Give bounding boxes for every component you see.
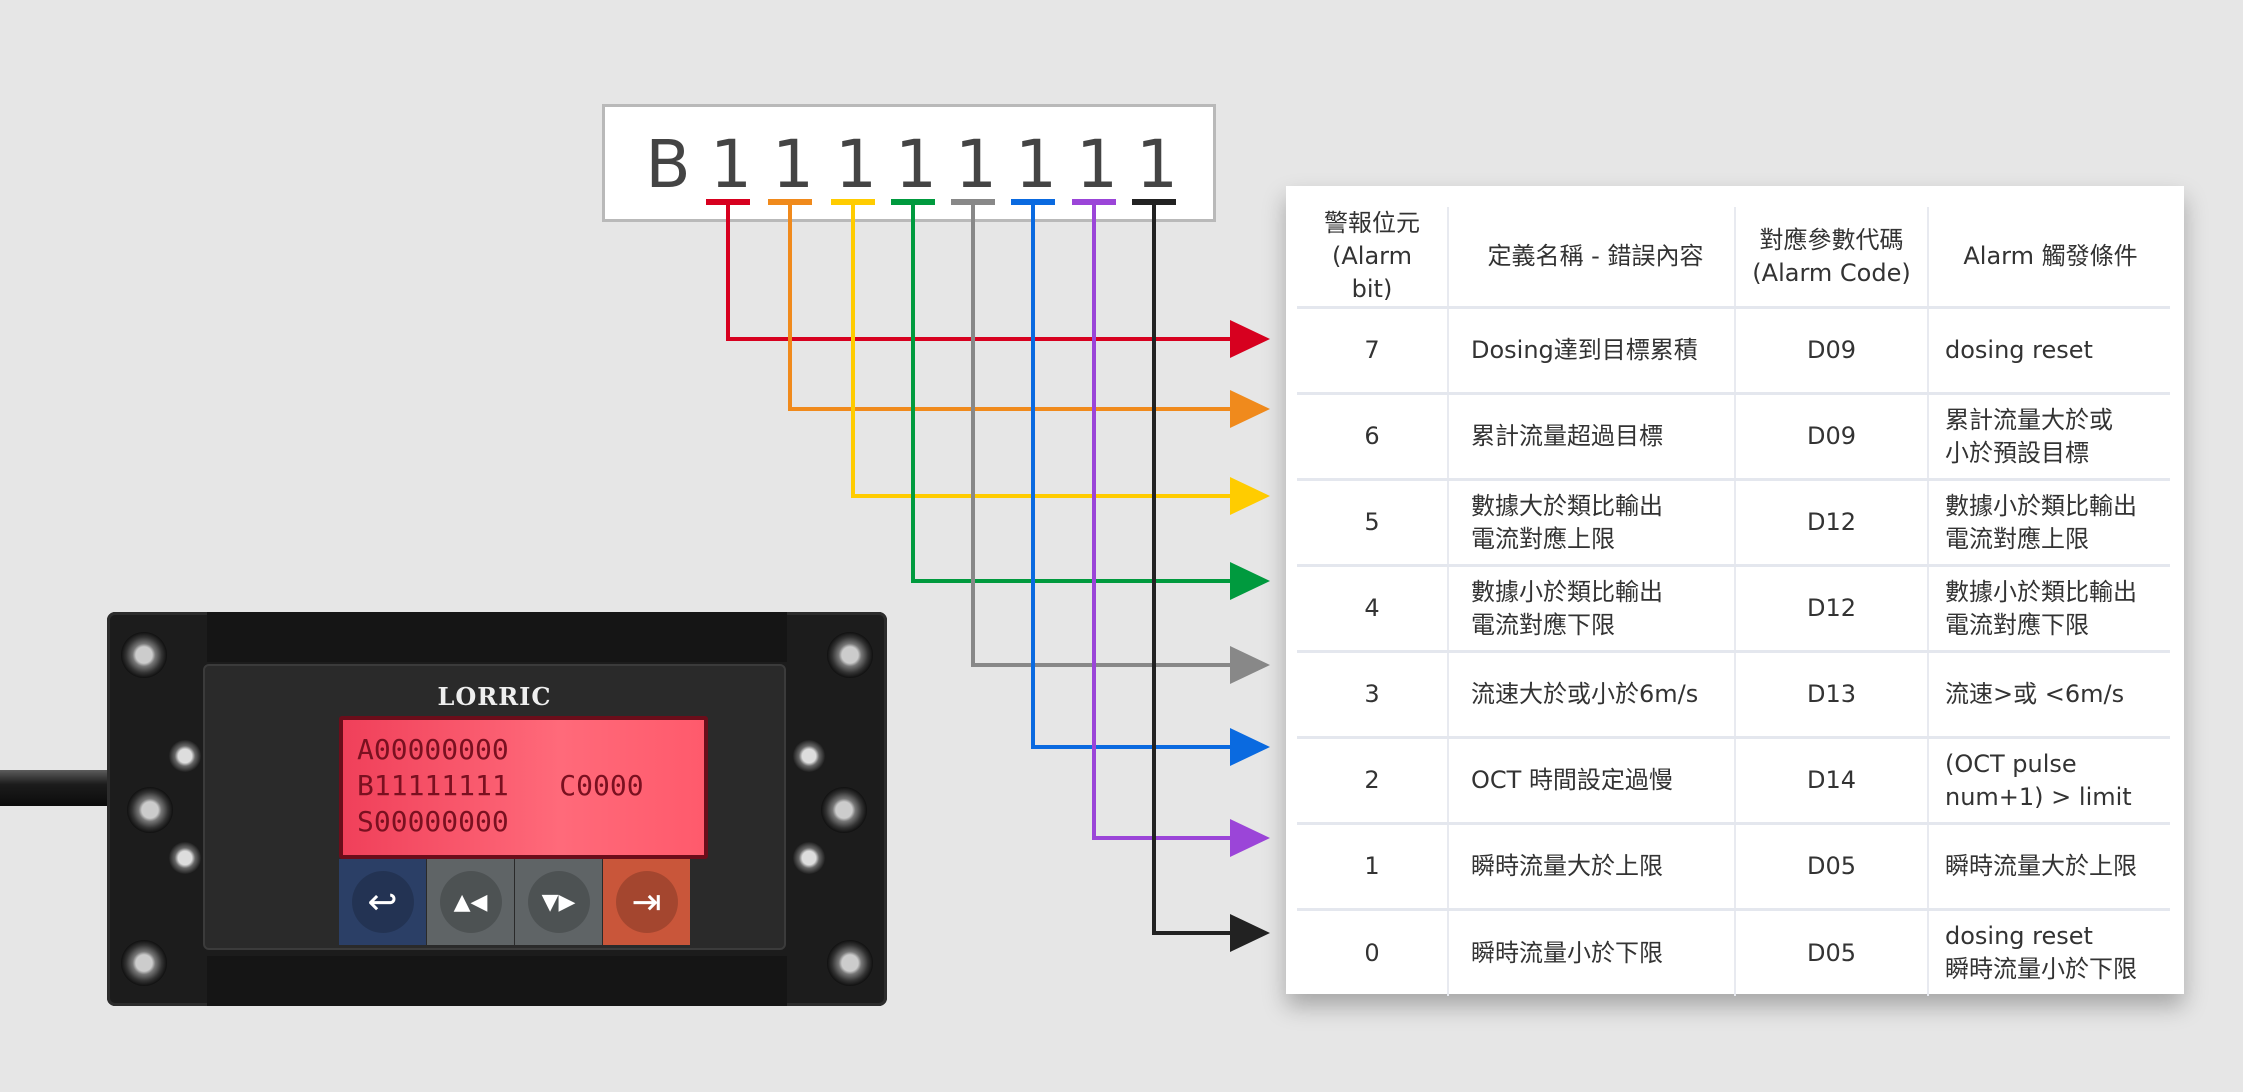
alarm-table: 警報位元(Alarm bit)定義名稱 - 錯誤內容對應參數代碼(Alarm C…: [1297, 207, 2170, 996]
screw: [169, 842, 201, 874]
device-bottom-band: [207, 956, 787, 1006]
bit-digit: 1: [955, 126, 997, 203]
arrowhead-icon: [1230, 562, 1270, 600]
cell-name: OCT 時間設定過慢: [1448, 737, 1736, 825]
wire-line: [851, 202, 1232, 498]
cell-code: D09: [1735, 393, 1929, 481]
column-header: 警報位元(Alarm bit): [1297, 207, 1449, 309]
brand-logo: LORRIC: [437, 682, 552, 711]
cell-bit: 1: [1297, 823, 1449, 911]
arrowhead-icon: [1230, 390, 1270, 428]
screw: [793, 842, 825, 874]
cell-code: D12: [1735, 565, 1929, 653]
cell-condition: 累計流量大於或小於預設目標: [1928, 393, 2170, 481]
cell-code: D05: [1735, 823, 1929, 911]
cell-condition: 流速>或 <6m/s: [1928, 651, 2170, 739]
cell-bit: 3: [1297, 651, 1449, 739]
cell-condition: dosing reset: [1928, 307, 2170, 395]
screw: [827, 632, 873, 678]
enter-icon: ⇥: [615, 871, 678, 933]
bit-digit: 1: [710, 126, 752, 203]
screw: [169, 740, 201, 772]
cell-bit: 5: [1297, 479, 1449, 567]
cell-bit: 0: [1297, 909, 1449, 996]
cell-condition: 瞬時流量大於上限: [1928, 823, 2170, 911]
cell-name: 流速大於或小於6m/s: [1448, 651, 1736, 739]
column-header: 定義名稱 - 錯誤內容: [1448, 207, 1736, 309]
device-button-enter[interactable]: ⇥: [603, 859, 690, 945]
screw: [821, 787, 867, 833]
wire-line: [1031, 202, 1232, 749]
bit-prefix: B: [645, 126, 691, 203]
arrowhead-icon: [1230, 320, 1270, 358]
wire-line: [788, 202, 1232, 411]
screw: [827, 940, 873, 986]
device-button-down-right[interactable]: ▼▶: [515, 859, 602, 945]
bit-digit: 1: [895, 126, 937, 203]
cell-bit: 2: [1297, 737, 1449, 825]
screw: [121, 632, 167, 678]
wire-line: [911, 202, 1232, 583]
alarm-table-card: 警報位元(Alarm bit)定義名稱 - 錯誤內容對應參數代碼(Alarm C…: [1286, 186, 2184, 996]
cell-condition: 數據小於類比輸出電流對應下限: [1928, 565, 2170, 653]
cell-code: D05: [1735, 909, 1929, 996]
lcd-line: B11111111 C0000: [357, 769, 644, 802]
down-right-icon: ▼▶: [527, 871, 590, 933]
device-button-up-left[interactable]: ▲◀: [427, 859, 514, 945]
cell-bit: 6: [1297, 393, 1449, 481]
cell-code: D13: [1735, 651, 1929, 739]
up-left-icon: ▲◀: [439, 871, 502, 933]
cell-condition: 數據小於類比輸出電流對應上限: [1928, 479, 2170, 567]
arrowhead-icon: [1230, 819, 1270, 857]
cell-name: 數據大於類比輸出電流對應上限: [1448, 479, 1736, 567]
cell-code: D12: [1735, 479, 1929, 567]
column-header: 對應參數代碼(Alarm Code): [1735, 207, 1929, 309]
wire-line: [971, 202, 1232, 667]
cell-name: Dosing達到目標累積: [1448, 307, 1736, 395]
screw: [121, 940, 167, 986]
arrowhead-icon: [1230, 646, 1270, 684]
arrowhead-icon: [1230, 477, 1270, 515]
lcd-line: S00000000: [357, 805, 509, 838]
bit-digit: 1: [772, 126, 814, 203]
cell-code: D09: [1735, 307, 1929, 395]
screw: [793, 740, 825, 772]
wire-line: [1152, 202, 1232, 935]
lcd-line: A00000000: [357, 733, 509, 766]
bit-digit: 1: [1015, 126, 1057, 203]
bit-digit: 1: [835, 126, 877, 203]
screw: [127, 787, 173, 833]
cell-bit: 7: [1297, 307, 1449, 395]
column-header: Alarm 觸發條件: [1928, 207, 2170, 309]
wire-line: [1092, 202, 1232, 840]
arrowhead-icon: [1230, 914, 1270, 952]
wire-line: [726, 202, 1232, 341]
back-icon: ↩: [351, 871, 414, 933]
arrowhead-icon: [1230, 728, 1270, 766]
device-top-band: [207, 612, 787, 662]
cell-name: 數據小於類比輸出電流對應下限: [1448, 565, 1736, 653]
cell-code: D14: [1735, 737, 1929, 825]
bit-digit: 1: [1136, 126, 1178, 203]
cell-bit: 4: [1297, 565, 1449, 653]
cell-name: 累計流量超過目標: [1448, 393, 1736, 481]
cell-name: 瞬時流量小於下限: [1448, 909, 1736, 996]
cell-name: 瞬時流量大於上限: [1448, 823, 1736, 911]
bit-digit: 1: [1076, 126, 1118, 203]
device-button-back[interactable]: ↩: [339, 859, 426, 945]
